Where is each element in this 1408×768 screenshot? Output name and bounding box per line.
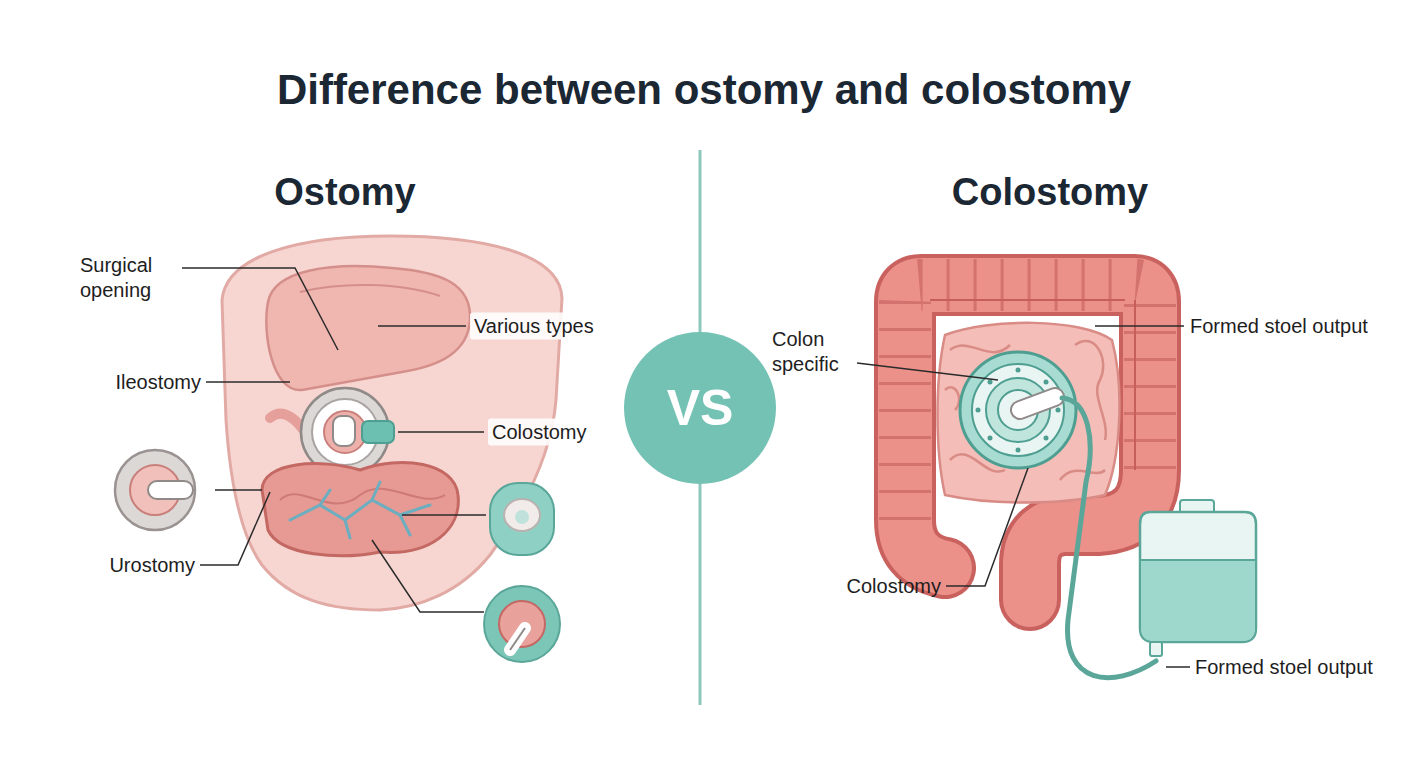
bag-outlet [1150,642,1162,656]
leader-lines [857,326,1190,667]
leader-line [1095,325,1184,327]
vs-circle: VS [623,331,777,485]
stoma-icon-tube [148,481,193,499]
intestine-fold [280,489,445,504]
leader-line [182,268,338,350]
stoma-device-dots [976,368,1061,453]
pouch-icon-window [504,499,540,531]
leader-line [398,431,484,433]
dot [1016,448,1021,453]
leader-line [378,325,466,327]
dot [1044,380,1049,385]
small-intestine [938,323,1120,503]
stoma-cap [333,416,355,446]
colon-band [930,299,1125,301]
leader-line [402,514,486,516]
part-label: Formed stoel output [1190,314,1368,339]
leader-line [1166,666,1190,668]
vs-text: VS [667,379,734,437]
leader-line [372,540,484,612]
stomach-organ [266,266,470,390]
section-heading: Colostomy [952,171,1148,214]
dot [1056,408,1061,413]
part-label: Colon specific [772,327,852,377]
teal-connector [362,421,394,443]
bag-fluid [1141,560,1255,641]
bowel-tube [270,414,305,432]
colon-haustra [905,285,1150,520]
circle-fill [624,332,776,484]
organ-fold [300,285,440,296]
colon [905,285,1150,600]
part-label: Urostomy [109,553,195,578]
part-label: Colostomy [488,419,590,446]
part-label: Surgical opening [80,253,176,303]
intestine [262,462,458,555]
leader-lines [182,268,486,612]
nozzle-edge [1020,397,1055,410]
blood-vessels [290,482,430,538]
stoma-device [960,352,1076,468]
pouch-icon [490,483,554,555]
leader-line [215,489,262,491]
part-label: Various types [470,313,598,340]
dot [1016,368,1021,373]
stoma-icon-tube [510,628,525,650]
collection-bag [1140,512,1256,642]
diagram-title: Difference between ostomy and colostomy [277,66,1131,114]
dot [1044,436,1049,441]
leader-line [946,468,1028,586]
part-label: Ileostomy [115,370,201,395]
dot [988,436,993,441]
pouch-icon-dot [515,510,529,524]
stoma-icon [484,586,560,662]
stoma-icon-tube-edge [510,628,525,650]
dot [988,380,993,385]
nozzle [1020,397,1055,410]
fluid-level [1141,559,1255,561]
leader-line [206,381,290,383]
part-label: Colostomy [847,574,941,599]
colon-outline [905,285,1150,600]
node-text-wrap: VS [623,331,777,485]
stoma [324,411,366,453]
section-heading: Ostomy [274,171,415,214]
part-label: Formed stoel output [1195,655,1373,680]
leader-line [857,363,998,380]
dot [976,408,981,413]
leader-line [200,492,270,565]
stoma-icon [115,450,195,530]
